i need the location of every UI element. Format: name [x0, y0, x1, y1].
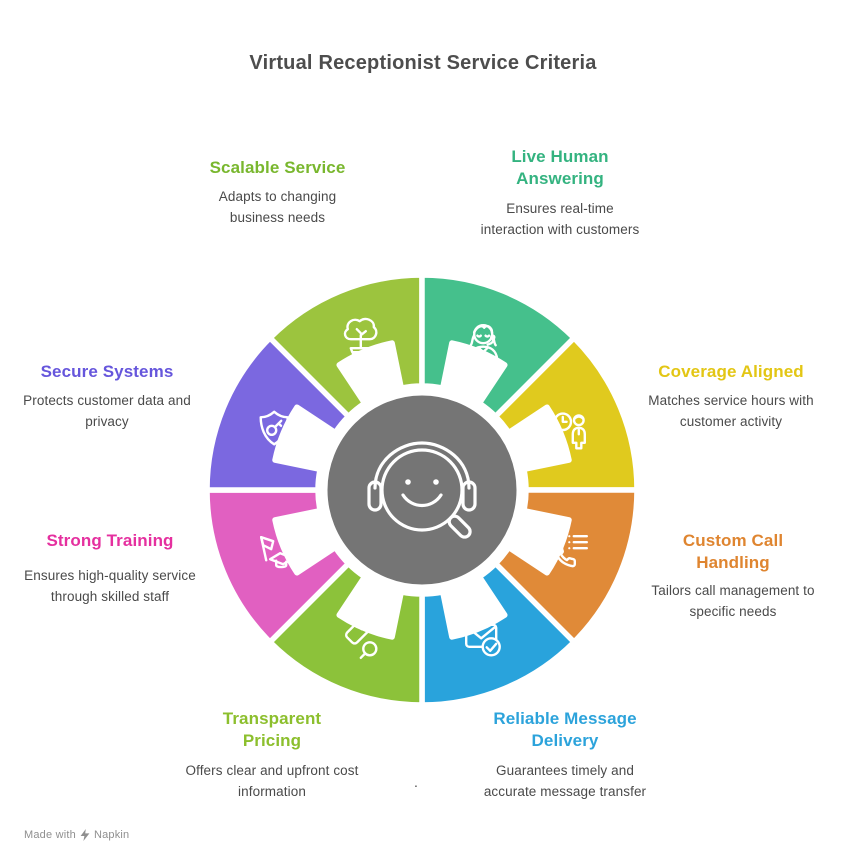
made-with-text: Made with — [24, 829, 76, 841]
label-reliable-message-delivery: Reliable Message Delivery Guarantees tim… — [478, 708, 652, 803]
segment-description: Offers clear and upfront cost informatio… — [185, 762, 359, 799]
label-transparent-pricing: Transparent Pricing Offers clear and upf… — [182, 708, 362, 803]
label-scalable-service: Scalable Service Adapts to changing busi… — [190, 157, 365, 229]
clock-person-icon — [553, 412, 586, 450]
support-agent-search-icon — [367, 441, 477, 539]
criteria-wheel — [192, 260, 652, 720]
label-custom-call-handling: Custom Call Handling Tailors call manage… — [643, 530, 823, 623]
segment-description: Adapts to changing business needs — [218, 189, 337, 226]
segment-description: Tailors call management to specific need… — [651, 582, 815, 619]
wheel-center-circle — [322, 390, 522, 590]
brand-text: Napkin — [93, 829, 130, 841]
segment-custom-call-handling — [492, 487, 640, 645]
segment-heading: Secure Systems — [40, 362, 174, 381]
segment-heading: Reliable Message Delivery — [493, 709, 637, 751]
segment-live-human-answering — [419, 272, 577, 420]
segment-description: Protects customer data and privacy — [23, 393, 191, 430]
segment-description: Ensures real-time interaction with custo… — [480, 200, 640, 237]
shield-key-icon — [259, 410, 289, 446]
footer-credit: Made with Napkin — [24, 829, 129, 841]
phone-list-icon — [553, 535, 588, 568]
segment-description: Matches service hours with customer acti… — [648, 393, 814, 430]
envelope-check-icon — [465, 623, 501, 657]
segment-heading: Scalable Service — [209, 158, 346, 177]
segment-description: Guarantees timely and accurate message t… — [483, 762, 647, 799]
segment-heading: Coverage Aligned — [658, 362, 804, 381]
segment-description: Ensures high-quality service through ski… — [24, 568, 196, 605]
receptionist-icon — [468, 323, 499, 361]
page-title: Virtual Receptionist Service Criteria — [249, 52, 597, 74]
label-live-human-answering: Live Human Answering Ensures real-time i… — [480, 146, 640, 241]
segment-heading: Transparent Pricing — [222, 709, 322, 751]
segment-heading: Strong Training — [46, 531, 174, 550]
flag-graduation-cap-icon — [259, 536, 295, 569]
napkin-bolt-icon — [80, 829, 90, 841]
label-secure-systems: Secure Systems Protects customer data an… — [18, 361, 196, 433]
segment-scalable-service — [267, 272, 425, 420]
stray-mark: . — [414, 774, 418, 790]
segment-reliable-message-delivery — [419, 560, 577, 708]
label-strong-training: Strong Training Ensures high-quality ser… — [20, 530, 200, 608]
price-tag-search-icon — [344, 618, 378, 659]
segment-heading: Custom Call Handling — [682, 531, 784, 573]
potted-tree-icon — [343, 317, 378, 365]
label-coverage-aligned: Coverage Aligned Matches service hours w… — [642, 361, 820, 433]
segment-heading: Live Human Answering — [511, 147, 609, 189]
